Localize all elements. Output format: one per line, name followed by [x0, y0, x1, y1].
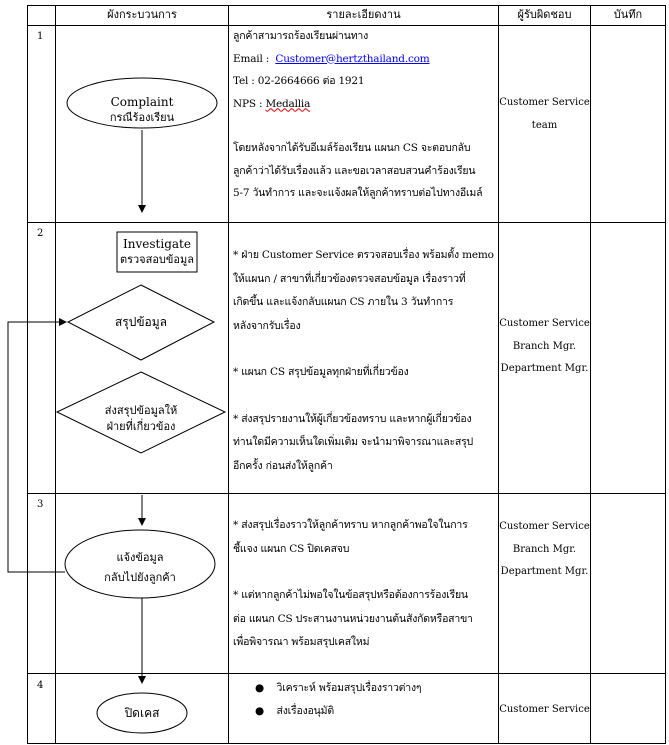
detail-text: ลูกค้าสามารถร้องเรียนผ่านทาง Email : Cus… — [233, 30, 483, 199]
responsible: Customer Service — [499, 704, 590, 715]
close-case-label: ปิดเคส — [124, 706, 160, 720]
email-link[interactable]: Customer@hertzthailand.com — [275, 52, 430, 65]
detail-text: * ฝ่าย Customer Service ตรวจสอบเรื่อง พร… — [233, 249, 494, 472]
summary-label: สรุปข้อมูล — [114, 315, 168, 329]
send-summary-diamond — [55, 371, 227, 454]
feedback-loop-line — [7, 318, 67, 573]
summary-diamond — [66, 284, 216, 361]
row-number: 4 — [37, 680, 44, 691]
row-number: 1 — [37, 31, 44, 42]
investigate-box — [116, 231, 198, 273]
row-number: 2 — [37, 228, 44, 239]
complaint-ellipse — [66, 77, 218, 129]
row-number: 3 — [37, 499, 44, 510]
notify-customer-label: แจ้งข้อมูลกลับไปยังลูกค้า — [104, 551, 176, 584]
notify-customer-ellipse — [64, 529, 216, 599]
close-case-ellipse — [96, 692, 188, 734]
detail-bullets: ● วิเคราะห์ พร้อมสรุปเรื่องราวต่างๆ ● ส่… — [255, 682, 422, 717]
detail-text: * ส่งสรุปเรื่องราวให้ลูกค้าทราบ หากลูกค้… — [233, 519, 473, 648]
send-summary-label: ส่งสรุปข้อมูลให้ฝ่ายที่เกี่ยวข้อง — [104, 404, 178, 433]
